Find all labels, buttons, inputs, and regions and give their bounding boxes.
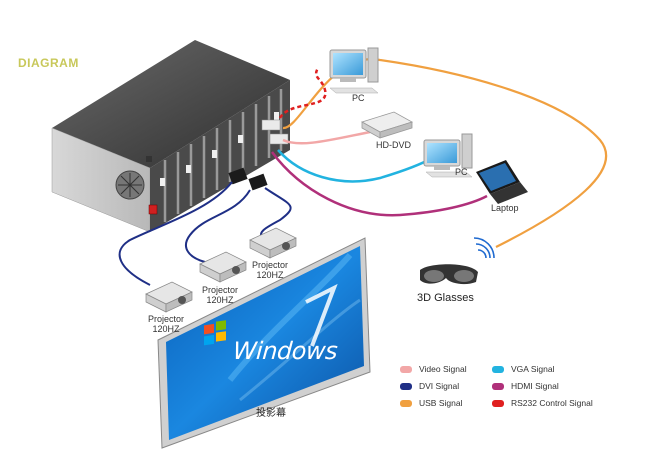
matrix-chassis (51, 40, 290, 233)
windows-logo-icon (204, 320, 226, 346)
screen-logo-text: Windows (232, 337, 339, 365)
legend-swatch (400, 383, 412, 390)
screen-label: 投影幕 (256, 408, 286, 419)
legend-item-hdmi: HDMI Signal (492, 381, 559, 391)
projector-icon (145, 281, 193, 313)
legend-swatch (492, 366, 504, 373)
projection-screen (157, 237, 371, 449)
glasses-label: 3D Glasses (417, 292, 474, 304)
laptop-icon (476, 160, 528, 204)
laptop-label: Laptop (491, 203, 519, 213)
legend-swatch (400, 366, 412, 373)
pc-top-icon (329, 47, 379, 94)
pc-mid-icon (423, 133, 473, 178)
3d-glasses-icon (420, 264, 478, 285)
vga-cable (277, 149, 433, 183)
projector-icon (199, 251, 247, 283)
wireless-signal-icon (473, 237, 495, 259)
legend-item-dvi: DVI Signal (400, 381, 459, 391)
hd-dvd-icon (360, 111, 414, 139)
projector-icon (249, 227, 297, 259)
hd-dvd-label: HD-DVD (376, 140, 411, 150)
dvi-cables (118, 181, 292, 286)
hdmi-cable (270, 151, 488, 217)
legend-swatch (492, 383, 504, 390)
pc-top-label: PC (352, 93, 365, 103)
legend-item-rs232: RS232 Control Signal (492, 398, 593, 408)
video-cable (282, 130, 371, 145)
pc-mid-label: PC (455, 167, 468, 177)
rs232-cable (278, 67, 327, 119)
usb-cable (282, 58, 608, 248)
legend-swatch (400, 400, 412, 407)
legend-swatch (492, 400, 504, 407)
legend-item-vga: VGA Signal (492, 364, 554, 374)
diagram-title: DIAGRAM (18, 56, 79, 70)
legend-item-video: Video Signal (400, 364, 467, 374)
legend-item-usb: USB Signal (400, 398, 462, 408)
